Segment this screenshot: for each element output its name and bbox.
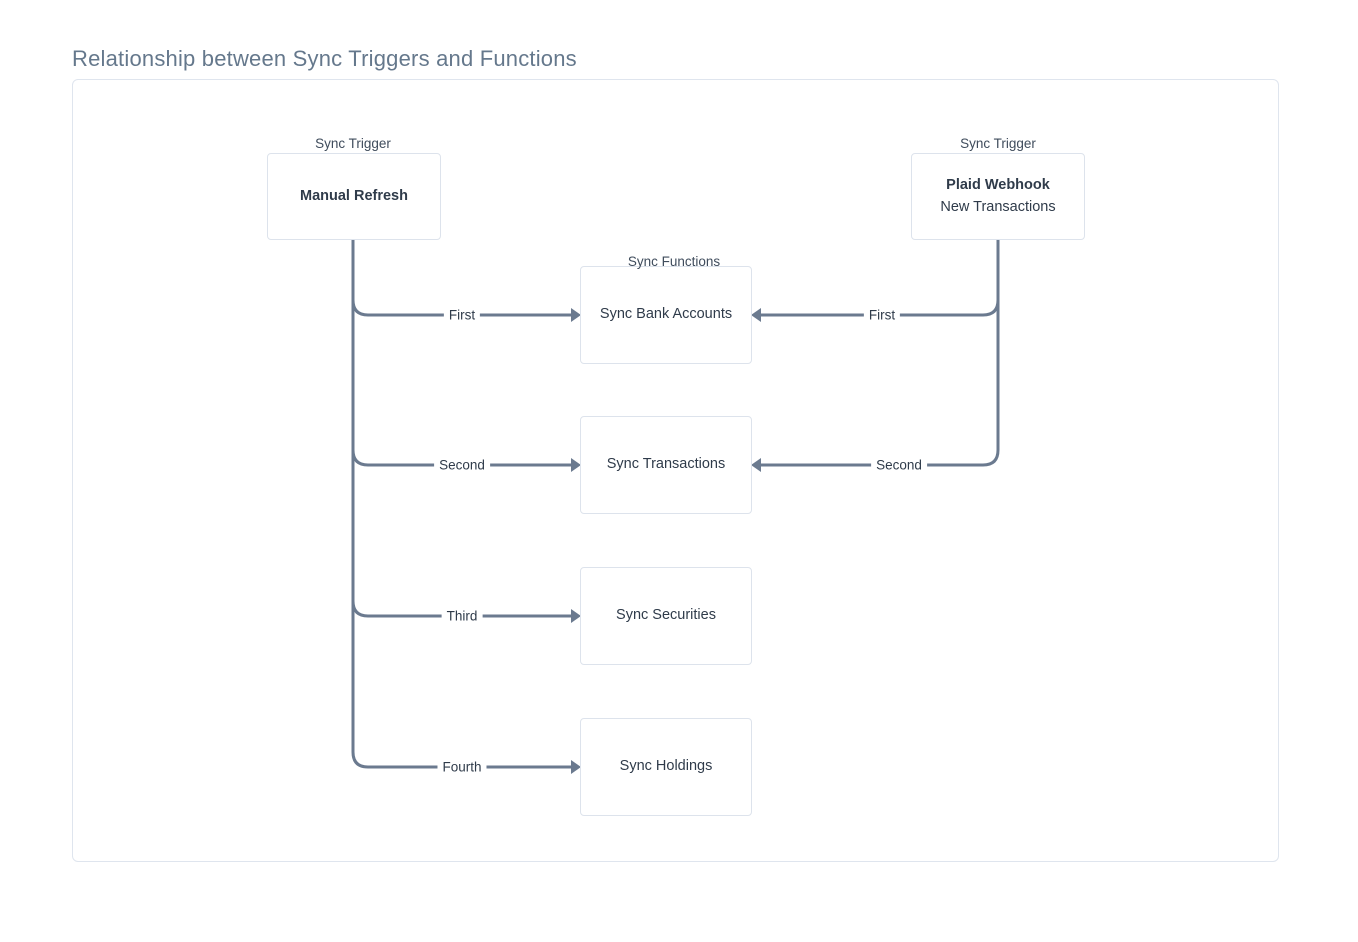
node-sync-transactions[interactable]: Sync Transactions [580,416,752,514]
arrowhead-icon [751,458,761,472]
edge-line [757,238,1000,317]
edge-label-manual-second: Second [434,457,490,473]
edge-line [351,238,575,467]
edge-label-webhook-first: First [863,307,901,323]
node-sync-securities[interactable]: Sync Securities [580,567,752,665]
edge-line [351,238,575,618]
edge-webhook-second [751,238,1000,472]
group-label-trigger-right: Sync Trigger [960,136,1036,151]
node-label: Manual Refresh [300,187,408,204]
page-title: Relationship between Sync Triggers and F… [72,46,577,71]
node-sync-holdings[interactable]: Sync Holdings [580,718,752,816]
node-label: Sync Bank Accounts [599,306,733,323]
edge-label-manual-fourth: Fourth [437,759,487,775]
node-label: Sync Holdings [619,758,713,775]
edge-label-manual-first: First [443,307,481,323]
node-sync-bank-accounts[interactable]: Sync Bank Accounts [580,266,752,364]
edge-label-manual-third: Third [441,608,483,624]
edge-line [351,238,575,769]
arrowhead-icon [571,760,581,774]
edge-line [757,238,1000,467]
edge-label-webhook-second: Second [871,457,927,473]
node-manual-refresh[interactable]: Manual Refresh [267,153,441,240]
edge-line [351,238,575,317]
edge-manual-fourth [351,238,581,774]
node-label: New Transactions [940,198,1056,215]
node-label: Sync Transactions [606,456,726,473]
group-label-functions: Sync Functions [627,254,721,269]
arrowhead-icon [571,458,581,472]
arrowhead-icon [751,308,761,322]
group-label-trigger-left: Sync Trigger [315,136,391,151]
arrowhead-icon [571,609,581,623]
edge-manual-third [351,238,581,623]
node-label: Plaid Webhook [946,176,1050,193]
arrowhead-icon [571,308,581,322]
edge-manual-second [351,238,581,472]
node-label: Sync Securities [616,607,716,624]
